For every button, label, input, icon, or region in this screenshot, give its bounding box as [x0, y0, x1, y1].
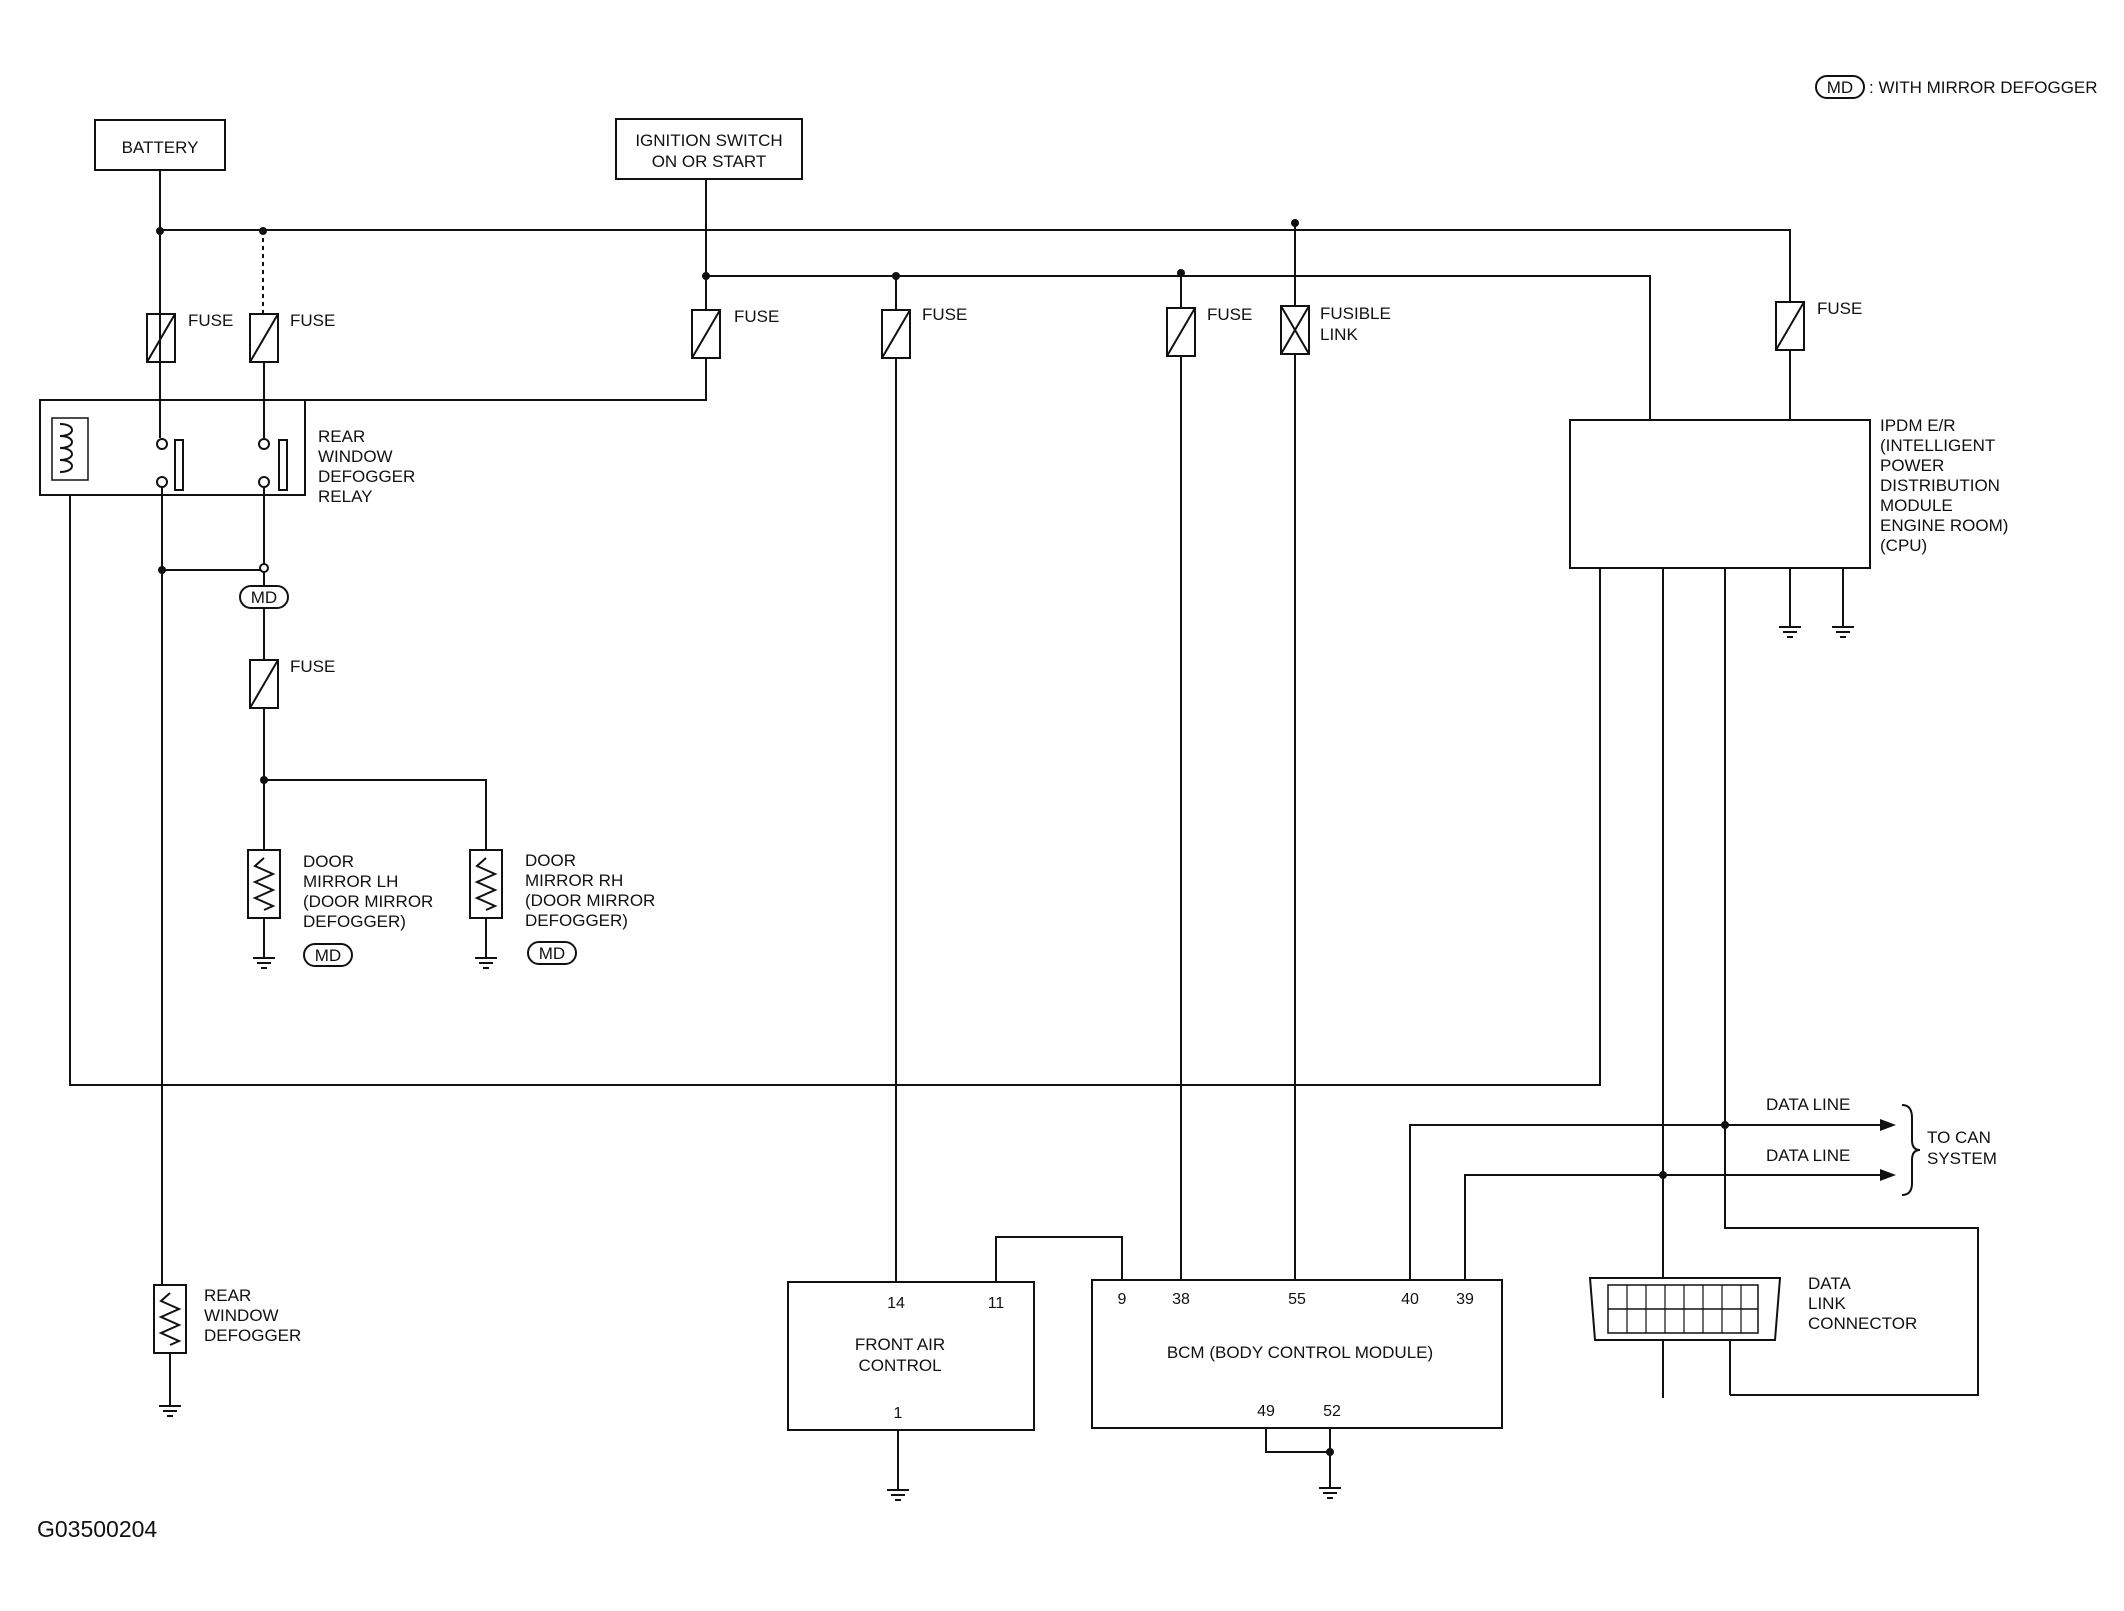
data-line-label: DATA LINE	[1766, 1146, 1850, 1165]
relay-label-2: WINDOW	[318, 447, 393, 466]
to-can-label-2: SYSTEM	[1927, 1149, 1997, 1168]
ipdm-label-6: ENGINE ROOM)	[1880, 516, 2008, 535]
ground-icon	[886, 1477, 910, 1501]
fuse-label: FUSE	[188, 311, 233, 330]
ipdm-label-4: DISTRIBUTION	[1880, 476, 2000, 495]
ground-icon	[474, 945, 498, 969]
to-can-label-1: TO CAN	[1927, 1128, 1991, 1147]
heater-icon	[153, 1284, 187, 1354]
fuse-label: FUSE	[1207, 305, 1252, 324]
fuse-ignition-bcm: FUSE	[1166, 273, 1252, 357]
ground-icon	[1318, 1475, 1342, 1499]
mirror-rh-label-2: MIRROR RH	[525, 871, 623, 890]
pin-9: 9	[1118, 1291, 1127, 1308]
relay-output-wiring: MD FUSE	[158, 487, 487, 1285]
md-badge: MD	[539, 944, 565, 963]
mirror-lh-label-1: DOOR	[303, 852, 354, 871]
fuse-label: FUSE	[1817, 299, 1862, 318]
rear-defogger-label-1: REAR	[204, 1286, 251, 1305]
relay-label-3: DEFOGGER	[318, 467, 415, 486]
rear-defogger-label-2: WINDOW	[204, 1306, 279, 1325]
bcm-label: BCM (BODY CONTROL MODULE)	[1167, 1343, 1433, 1362]
pin-38: 38	[1172, 1291, 1190, 1308]
rear-window-defogger-relay: REAR WINDOW DEFOGGER RELAY	[39, 314, 415, 506]
ipdm: IPDM E/R (INTELLIGENT POWER DISTRIBUTION…	[1569, 350, 2008, 638]
mirror-lh-label-4: DEFOGGER)	[303, 912, 406, 931]
fuse-label: FUSE	[922, 305, 967, 324]
mirror-lh-label-2: MIRROR LH	[303, 872, 398, 891]
pin-14: 14	[887, 1295, 905, 1312]
pin-39: 39	[1456, 1291, 1474, 1308]
pin-11: 11	[988, 1295, 1005, 1312]
front-air-label-1: FRONT AIR	[855, 1335, 945, 1354]
ground-icon	[1778, 614, 1802, 638]
dlc-label-3: CONNECTOR	[1808, 1314, 1917, 1333]
fuse-ipdm: FUSE	[1775, 299, 1862, 351]
figure-code: G03500204	[37, 1516, 157, 1542]
mirror-lh-label-3: (DOOR MIRROR	[303, 892, 433, 911]
fuse-battery-1: FUSE	[146, 230, 233, 363]
ipdm-label-7: (CPU)	[1880, 536, 1927, 555]
battery: BATTERY	[94, 119, 226, 171]
ipdm-label-3: POWER	[1880, 456, 1944, 475]
legend-text: : WITH MIRROR DEFOGGER	[1869, 78, 2098, 97]
ground-icon	[252, 945, 276, 969]
md-badge: MD	[315, 946, 341, 965]
fusible-link-label-1: FUSIBLE	[1320, 304, 1391, 323]
data-line-label: DATA LINE	[1766, 1095, 1850, 1114]
battery-label: BATTERY	[122, 138, 199, 157]
ignition-bus	[702, 179, 1651, 420]
door-mirror-rh: DOOR MIRROR RH (DOOR MIRROR DEFOGGER) MD	[469, 849, 655, 969]
legend: MD : WITH MIRROR DEFOGGER	[1815, 75, 2098, 99]
fuse-ignition-air: FUSE	[881, 276, 967, 359]
md-legend-badge: MD	[1827, 78, 1853, 97]
fuse-label: FUSE	[290, 657, 335, 676]
rear-window-defogger: REAR WINDOW DEFOGGER	[153, 1284, 301, 1417]
front-air-control: 14 11 FRONT AIR CONTROL 1	[787, 358, 1123, 1501]
dlc-label-1: DATA	[1808, 1274, 1851, 1293]
fuse-ignition-relay: FUSE	[691, 276, 779, 359]
ipdm-label-5: MODULE	[1880, 496, 1953, 515]
data-link-connector: DATA LINK CONNECTOR	[1588, 1274, 1917, 1397]
pin-1: 1	[894, 1405, 903, 1422]
relay-label-1: REAR	[318, 427, 365, 446]
fusible-link: FUSIBLE LINK	[1280, 223, 1391, 355]
relay-coil-wire	[69, 358, 1601, 1086]
ignition-label-2: ON OR START	[652, 152, 767, 171]
mirror-rh-label-4: DEFOGGER)	[525, 911, 628, 930]
ignition-switch: IGNITION SWITCH ON OR START	[615, 118, 803, 180]
door-mirror-lh: DOOR MIRROR LH (DOOR MIRROR DEFOGGER) MD	[247, 849, 433, 969]
pin-40: 40	[1401, 1291, 1419, 1308]
can-brace	[1901, 1104, 1921, 1196]
mirror-rh-label-1: DOOR	[525, 851, 576, 870]
relay-label-4: RELAY	[318, 487, 373, 506]
pin-49: 49	[1257, 1403, 1275, 1420]
battery-bus	[156, 170, 1791, 302]
md-badge: MD	[251, 588, 277, 607]
ground-icon	[1831, 614, 1855, 638]
pin-52: 52	[1323, 1403, 1341, 1420]
dlc-label-2: LINK	[1808, 1294, 1846, 1313]
ipdm-label-1: IPDM E/R	[1880, 416, 1956, 435]
fuse-label: FUSE	[290, 311, 335, 330]
ignition-label-1: IGNITION SWITCH	[635, 131, 782, 150]
ground-icon	[158, 1393, 182, 1417]
mirror-fuse	[249, 659, 279, 709]
rear-defogger-label-3: DEFOGGER	[204, 1326, 301, 1345]
heater-icon	[247, 849, 281, 919]
mirror-rh-label-3: (DOOR MIRROR	[525, 891, 655, 910]
relay-coil-icon	[59, 423, 73, 473]
fusible-link-label-2: LINK	[1320, 325, 1358, 344]
bcm: 9 38 55 40 39 BCM (BODY CONTROL MODULE) …	[1091, 354, 1503, 1499]
heater-icon	[469, 849, 503, 919]
fuse-label: FUSE	[734, 307, 779, 326]
fuse-battery-2: FUSE	[249, 230, 335, 420]
front-air-label-2: CONTROL	[858, 1356, 941, 1375]
can-data-lines: DATA LINE DATA LINE TO CAN SYSTEM	[1409, 568, 1997, 1398]
pin-55: 55	[1288, 1291, 1306, 1308]
ipdm-label-2: (INTELLIGENT	[1880, 436, 1995, 455]
